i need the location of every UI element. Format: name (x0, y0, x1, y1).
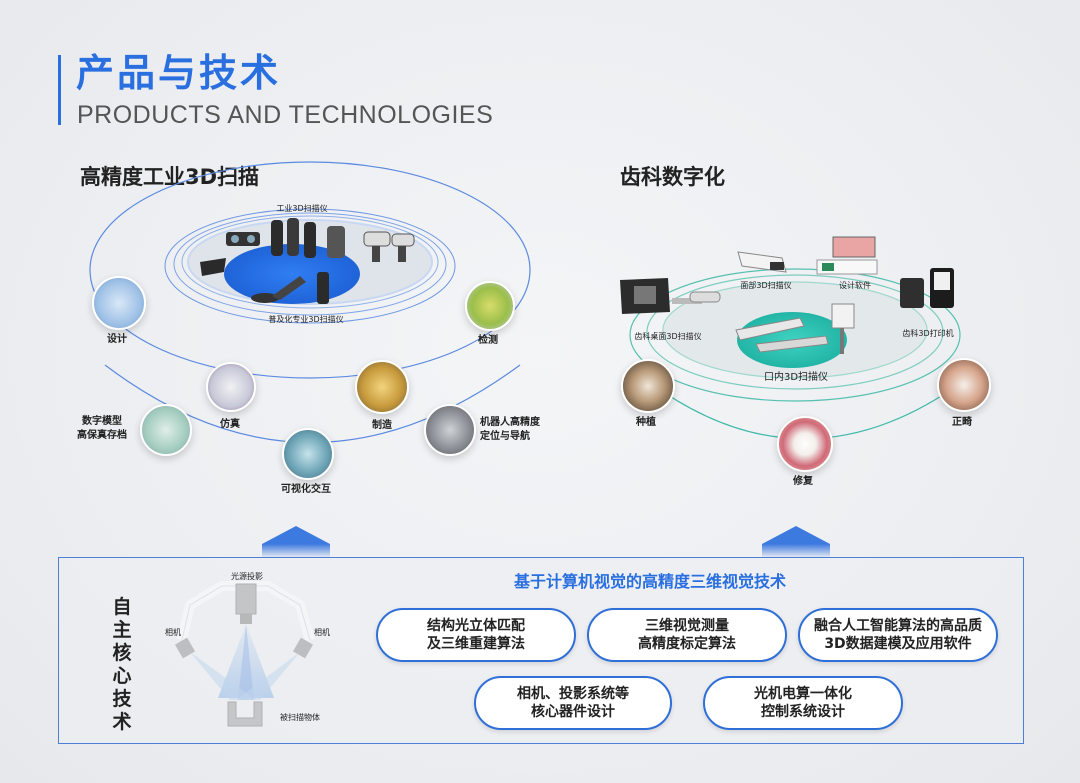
node-manufacturing-label: 制造 (372, 420, 392, 431)
scanned-object-label: 被扫描物体 (280, 713, 320, 722)
tech-pill-core-devices: 相机、投影系统等 核心器件设计 (474, 676, 672, 730)
design-software-label: 设计软件 (839, 281, 871, 290)
up-arrows (262, 526, 830, 558)
node-simulation-image (206, 362, 256, 412)
camera-left-label: 相机 (165, 628, 181, 637)
node-orthodontic-label: 正畸 (952, 417, 972, 428)
node-implant-image (621, 359, 675, 413)
printer-label: 齿科3D打印机 (902, 329, 954, 338)
node-inspection-label: 检测 (478, 335, 498, 346)
node-implant-label: 种植 (636, 417, 656, 428)
node-design-image (92, 276, 146, 330)
node-orthodontic-image (937, 358, 991, 412)
node-visual-image (282, 428, 334, 480)
page-title: 产品与技术 (76, 51, 282, 95)
projector-label: 光源投影 (231, 572, 263, 581)
page-subtitle: PRODUCTS AND TECHNOLOGIES (77, 101, 494, 129)
section-title-dental: 齿科数字化 (620, 165, 725, 189)
node-restoration-image (777, 416, 833, 472)
node-robot-image (424, 404, 476, 456)
tech-pill-structured-light: 结构光立体匹配 及三维重建算法 (376, 608, 576, 662)
node-simulation-label: 仿真 (220, 419, 240, 430)
tech-pill-ai-modeling: 融合人工智能算法的高品质 3D数据建模及应用软件 (798, 608, 998, 662)
title-accent-bar (58, 55, 61, 125)
node-robot-label: 机器人高精度 定位与导航 (480, 417, 540, 442)
face-scanner-label: 面部3D扫描仪 (740, 281, 792, 290)
portable-scanner-label: 普及化专业3D扫描仪 (268, 315, 344, 324)
industrial-scanner-label: 工业3D扫描仪 (276, 204, 328, 213)
node-design-label: 设计 (107, 334, 127, 345)
dental-devices-image (620, 236, 954, 354)
desktop-scanner-label: 齿科桌面3D扫描仪 (634, 332, 702, 341)
intraoral-scanner-label: 口内3D扫描仪 (763, 372, 829, 383)
node-archive-image (140, 404, 192, 456)
core-vertical-label: 自 主 核 心 技 术 (112, 596, 132, 733)
industrial-scanners-image (200, 218, 415, 304)
node-restoration-label: 修复 (793, 476, 813, 487)
core-heading: 基于计算机视觉的高精度三维视觉技术 (513, 572, 786, 591)
tech-pill-calibration: 三维视觉测量 高精度标定算法 (587, 608, 787, 662)
node-manufacturing-image (355, 360, 409, 414)
node-visual-label: 可视化交互 (281, 484, 331, 495)
node-inspection-image (465, 281, 515, 331)
node-archive-label: 数字模型 高保真存档 (77, 416, 127, 441)
tech-pill-control-system: 光机电算一体化 控制系统设计 (703, 676, 903, 730)
camera-right-label: 相机 (314, 628, 330, 637)
